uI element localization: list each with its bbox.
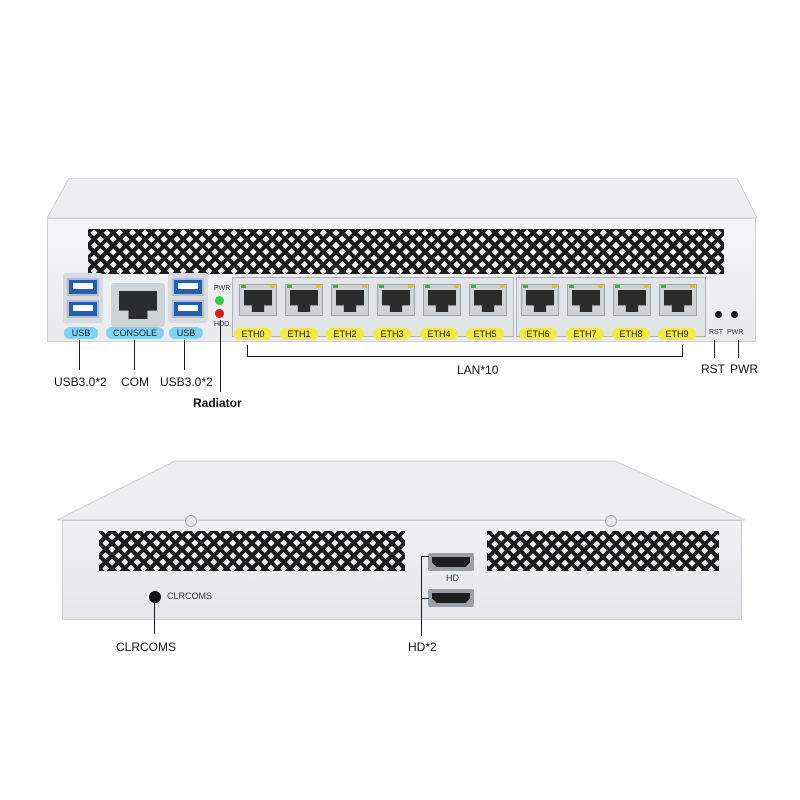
callout-pwr: PWR (730, 362, 758, 376)
eth5-label: ETH5 (466, 328, 504, 340)
ethernet-port (613, 284, 651, 316)
ethernet-port (331, 284, 369, 316)
eth8-label: ETH8 (612, 328, 650, 340)
callout-line-clrcoms (154, 598, 155, 634)
clrcoms-panel-label: CLRCOMS (167, 591, 213, 601)
eth6-label: ETH6 (519, 328, 557, 340)
rear-panel: CLRCOMS HD (62, 515, 742, 620)
pwr-button-label: PWR (727, 329, 744, 336)
usb-port (172, 300, 204, 318)
ethernet-port (469, 284, 507, 316)
usb-pill-left: USB (64, 327, 98, 339)
callout-com: COM (121, 375, 149, 389)
usb-port-stack-right (168, 273, 208, 323)
callout-line-radiator (220, 320, 221, 392)
callout-line-pwr (738, 340, 739, 358)
screw-left (185, 515, 197, 527)
console-pill: CONSOLE (106, 327, 164, 339)
eth0-label: ETH0 (234, 328, 272, 340)
ethernet-port (567, 284, 605, 316)
screw-right (605, 515, 617, 527)
ethernet-port (423, 284, 461, 316)
callout-line-com (134, 340, 135, 370)
rear-vent-grille-right (487, 531, 719, 571)
rear-vent-grille-left (99, 531, 405, 571)
callout-bracket-lan-right (682, 345, 683, 357)
usb-port (172, 278, 204, 296)
callout-line-usb-left (79, 340, 80, 370)
hdmi-port-1 (428, 553, 474, 571)
callout-usb-left: USB3.0*2 (54, 375, 107, 389)
front-top-face (47, 178, 758, 219)
rear-top-face (56, 460, 746, 521)
ethernet-group-2 (516, 277, 706, 337)
hd-panel-label: HD (446, 573, 459, 583)
hdd-led (215, 309, 224, 318)
ethernet-port (239, 284, 277, 316)
front-panel: PWR HDD RST PWR (47, 218, 756, 342)
eth9-label: ETH9 (658, 328, 696, 340)
ethernet-port (377, 284, 415, 316)
rst-button-label: RST (709, 329, 723, 336)
power-button[interactable] (731, 311, 738, 318)
callout-lan: LAN*10 (457, 363, 499, 377)
callout-line-rst (714, 340, 715, 358)
usb-port-stack-left (63, 273, 103, 323)
callout-hd-tick-bottom (421, 598, 429, 599)
usb-pill-right: USB (169, 327, 203, 339)
ethernet-port (659, 284, 697, 316)
eth2-label: ETH2 (326, 328, 364, 340)
callout-rst: RST (701, 362, 725, 376)
callout-usb-right: USB3.0*2 (160, 375, 213, 389)
callout-line-usb-right (184, 340, 185, 370)
hdd-led-label: HDD (214, 321, 230, 328)
eth3-label: ETH3 (373, 328, 411, 340)
usb-port (67, 300, 99, 318)
eth1-label: ETH1 (280, 328, 318, 340)
eth7-label: ETH7 (566, 328, 604, 340)
callout-bracket-lan-base (247, 356, 683, 357)
hdmi-port-2 (428, 589, 474, 607)
callout-line-hd (421, 556, 422, 636)
ethernet-port (521, 284, 559, 316)
usb-port (67, 278, 99, 296)
callout-radiator: Radiator (193, 396, 242, 410)
callout-hd-tick-top (421, 556, 429, 557)
clrcoms-button[interactable] (149, 591, 161, 603)
ethernet-group-1 (232, 277, 514, 337)
callout-bracket-lan-left (247, 345, 248, 357)
callout-clrcoms: CLRCOMS (116, 640, 177, 654)
pwr-led (215, 296, 224, 305)
reset-button[interactable] (715, 311, 722, 318)
console-port (111, 283, 165, 327)
pwr-led-label: PWR (214, 285, 231, 292)
eth4-label: ETH4 (420, 328, 458, 340)
ethernet-port (285, 284, 323, 316)
front-vent-grille (88, 229, 724, 274)
callout-hd: HD*2 (408, 640, 437, 654)
